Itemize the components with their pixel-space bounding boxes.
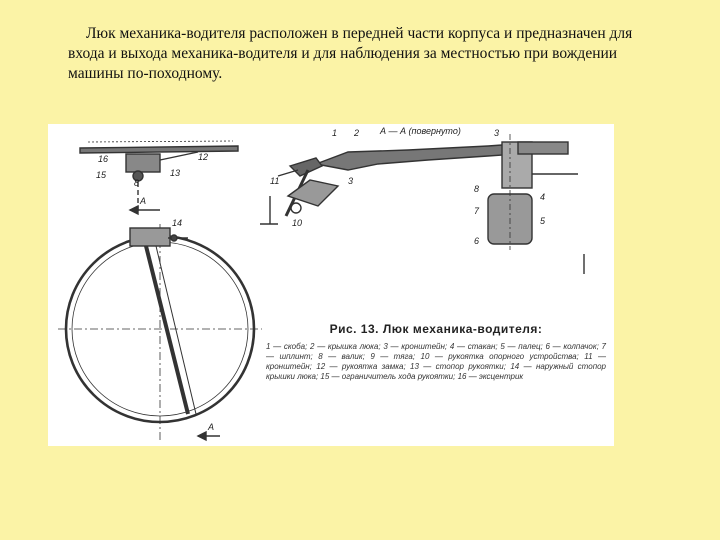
- callout-3-mid: 3: [348, 176, 353, 186]
- callout-1: 1: [332, 128, 337, 138]
- figure-caption: Рис. 13. Люк механика-водителя: 1 — скоб…: [266, 322, 606, 382]
- callout-8-top: 8: [134, 178, 139, 188]
- section-mark-bottom: А: [207, 422, 214, 432]
- lid-section-drawing: [313, 143, 519, 171]
- callout-6: 6: [474, 236, 479, 246]
- hatch-drawing: А — А (повернуто) А А 16 15 8 13 12 14 1…: [58, 126, 585, 442]
- callout-13: 13: [170, 168, 180, 178]
- lock-mechanism-drawing: [125, 153, 161, 173]
- section-mark-top: А: [139, 196, 146, 206]
- hatch-diagram-figure: А — А (повернуто) А А 16 15 8 13 12 14 1…: [48, 124, 614, 446]
- figure-caption-legend: 1 — скоба; 2 — крышка люка; 3 — кронштей…: [266, 342, 606, 381]
- callout-15: 15: [96, 170, 107, 180]
- callout-3-top: 3: [494, 128, 499, 138]
- figure-caption-title: Рис. 13. Люк механика-водителя:: [329, 322, 543, 336]
- callout-7: 7: [474, 206, 480, 216]
- callout-11: 11: [270, 176, 279, 186]
- callout-4: 4: [540, 192, 545, 202]
- callout-10: 10: [292, 218, 302, 228]
- description-paragraph: Люк механика-водителя расположен в перед…: [68, 25, 633, 82]
- callout-14: 14: [172, 218, 182, 228]
- callout-2: 2: [353, 128, 359, 138]
- callout-12: 12: [198, 152, 208, 162]
- section-label-text: А — А (повернуто): [379, 126, 461, 136]
- lid-bar-drawing: [79, 145, 239, 154]
- callout-5: 5: [540, 216, 546, 226]
- callout-16: 16: [98, 154, 108, 164]
- callout-8: 8: [474, 184, 479, 194]
